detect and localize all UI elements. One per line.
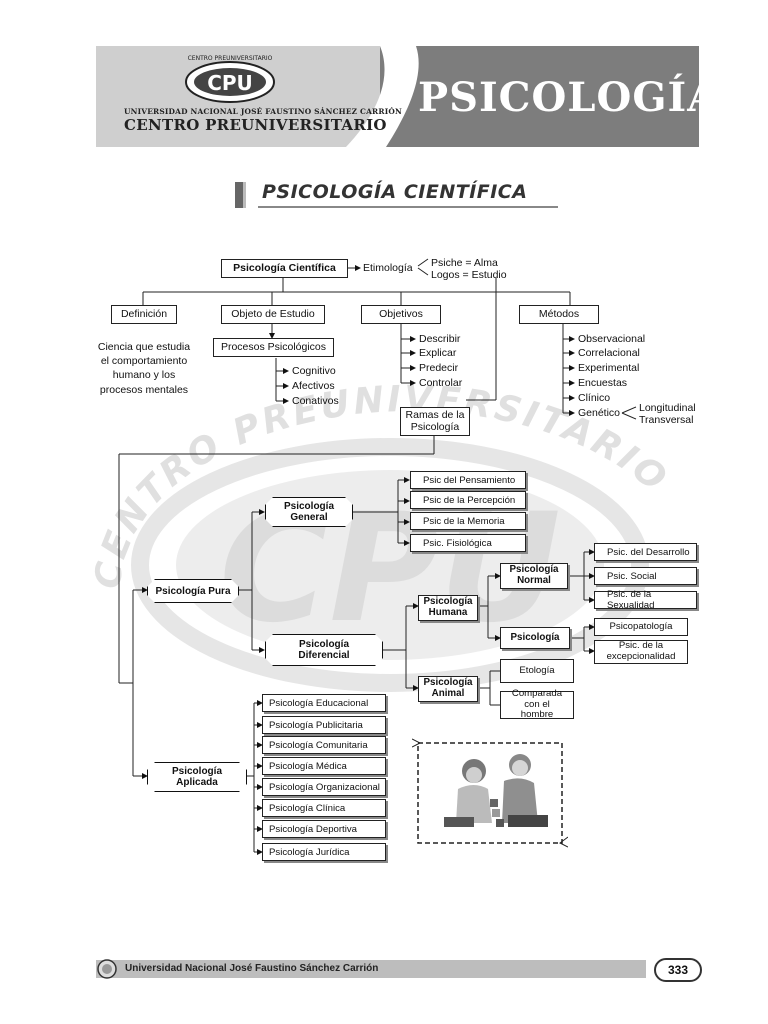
node-ramas: Ramas de la Psicología <box>400 407 470 436</box>
node-psicologia-animal: Psicología Animal <box>418 676 478 702</box>
objetivo-item: Describir <box>419 332 460 346</box>
general-item: Psic. Fisiológica <box>410 534 526 552</box>
general-item: Psic de la Memoria <box>410 512 526 530</box>
metodo-item: Correlacional <box>578 346 640 360</box>
definicion-line: Ciencia que estudia <box>88 340 200 354</box>
footer-university: Universidad Nacional José Faustino Sánch… <box>125 963 378 974</box>
university-seal <box>96 958 118 980</box>
node-psicologia-normal: Psicología Normal <box>500 563 568 589</box>
anormal-item: Psicopatología <box>594 618 688 636</box>
aplicada-item: Psicología Organizacional <box>262 778 386 796</box>
proceso-item: Afectivos <box>292 379 335 393</box>
metodo-item: Encuestas <box>578 376 627 390</box>
metodo-item: Clínico <box>578 391 610 405</box>
node-procesos-psicologicos: Procesos Psicológicos <box>213 338 334 357</box>
animal-item: Comparada con el hombre <box>500 691 574 719</box>
node-psicologia-pura: Psicología Pura <box>147 579 239 603</box>
aplicada-item: Psicología Médica <box>262 757 386 775</box>
proceso-item: Cognitivo <box>292 364 336 378</box>
general-item: Psic del Pensamiento <box>410 471 526 489</box>
node-psicologia-anormal: Psicología <box>500 627 570 649</box>
aplicada-item: Psicología Clínica <box>262 799 386 817</box>
node-psicologia-diferencial: Psicología Diferencial <box>265 634 383 666</box>
genetico-item: Transversal <box>639 413 693 427</box>
aplicada-item: Psicología Comunitaria <box>262 736 386 754</box>
definicion-text: Ciencia que estudia el comportamiento hu… <box>88 340 200 397</box>
node-psicologia-aplicada: Psicología Aplicada <box>147 762 247 792</box>
normal-item: Psic. del Desarrollo <box>594 543 697 561</box>
node-objetivos: Objetivos <box>361 305 441 324</box>
definicion-line: humano y los <box>88 368 200 382</box>
definicion-line: el comportamiento <box>88 354 200 368</box>
node-psicologia-cientifica: Psicología Científica <box>221 259 348 278</box>
definicion-line: procesos mentales <box>88 383 200 397</box>
anormal-item: Psic. de la excepcionalidad <box>594 640 688 664</box>
metodo-item: Genético <box>578 406 620 420</box>
aplicada-item: Psicología Jurídica <box>262 843 386 861</box>
node-psicologia-humana: Psicología Humana <box>418 595 478 621</box>
normal-item: Psic. Social <box>594 567 697 585</box>
node-definicion: Definición <box>111 305 177 324</box>
children-playing-illustration <box>412 737 568 849</box>
objetivo-item: Explicar <box>419 346 456 360</box>
node-psicologia-general: Psicología General <box>265 497 353 527</box>
animal-item: Etología <box>500 659 574 683</box>
node-metodos: Métodos <box>519 305 599 324</box>
objetivo-item: Controlar <box>419 376 462 390</box>
aplicada-item: Psicología Publicitaria <box>262 716 386 734</box>
etimologia-label: Etimología <box>363 261 413 275</box>
normal-item: Psic. de la Sexualidad <box>594 591 697 609</box>
node-objeto-estudio: Objeto de Estudio <box>221 305 325 324</box>
proceso-item: Conativos <box>292 394 339 408</box>
aplicada-item: Psicología Educacional <box>262 694 386 712</box>
aplicada-item: Psicología Deportiva <box>262 820 386 838</box>
metodo-item: Experimental <box>578 361 639 375</box>
logos-label: Logos = Estudio <box>431 268 507 282</box>
general-item: Psic de la Percepción <box>410 491 526 509</box>
page-number: 333 <box>654 958 702 982</box>
objetivo-item: Predecir <box>419 361 458 375</box>
metodo-item: Observacional <box>578 332 645 346</box>
